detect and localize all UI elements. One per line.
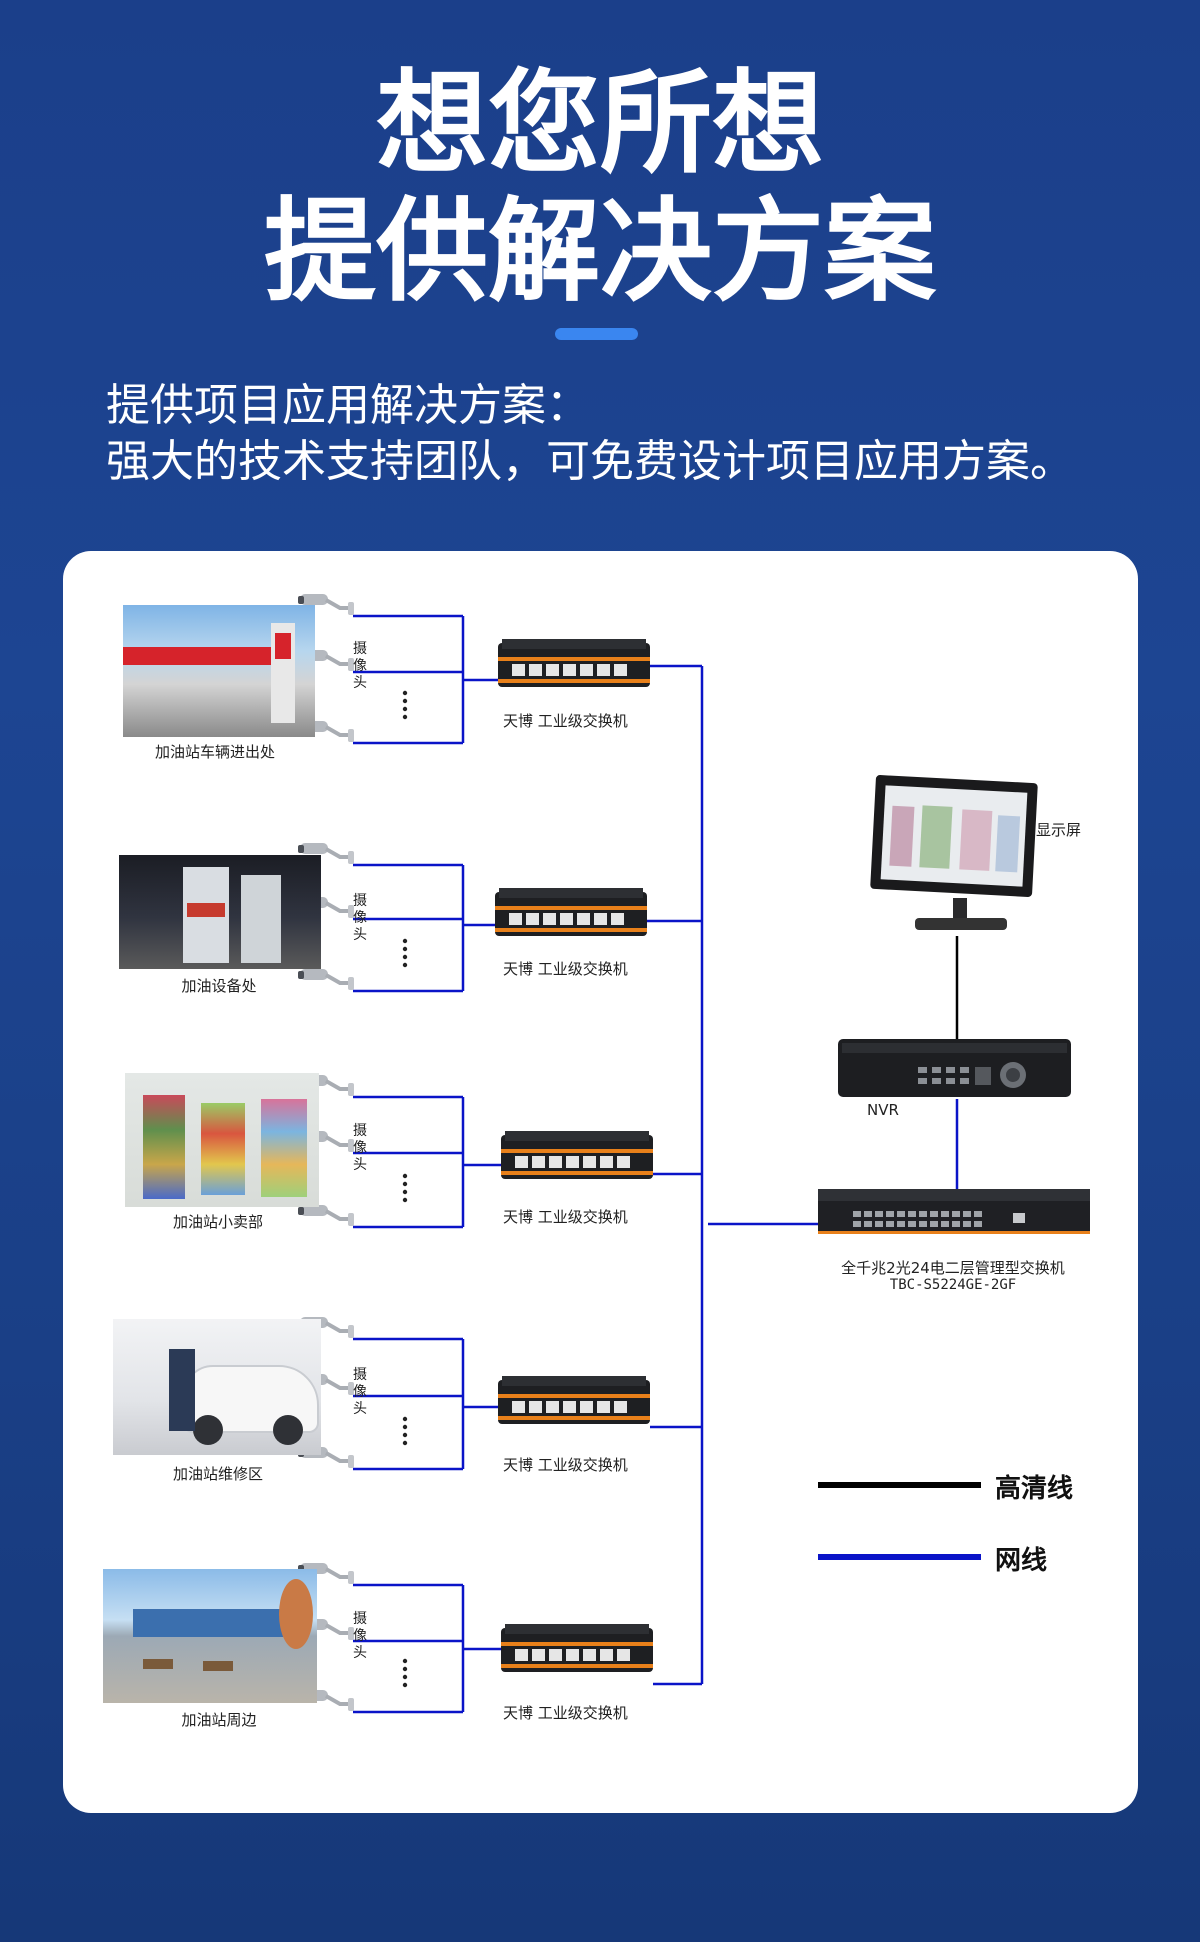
switch-label-3: 天博 工业级交换机: [503, 1208, 628, 1226]
backbone-network-line: [647, 664, 818, 1686]
industrial-switch-4: [498, 1376, 650, 1424]
camera-label-2: 摄像头: [353, 893, 367, 943]
legend-hd-label: 高清线: [995, 1474, 1074, 1504]
industrial-switch-5: [501, 1624, 653, 1672]
camera-label-5: 摄像头: [353, 1611, 367, 1661]
diagram-panel: 加油站车辆进出处 加油设备处 加油站小卖部 加油站维修区 加油站周边 摄像头 摄…: [63, 551, 1138, 1813]
page-title-line-1: 想您所想: [376, 59, 824, 189]
network-diagram: [296, 592, 1090, 1714]
camera-label-4: 摄像头: [353, 1367, 367, 1417]
location-label-3: 加油站小卖部: [172, 1213, 264, 1231]
intro-line-2: 强大的技术支持团队，可免费设计项目应用方案。: [106, 436, 1074, 487]
nvr-device: [838, 1039, 1071, 1097]
location-label-2: 加油设备处: [181, 977, 257, 995]
nvr-label: NVR: [867, 1101, 899, 1119]
camera-group-2: [296, 841, 495, 993]
photo-fuel-dispenser: [119, 855, 321, 969]
photo-gas-station-entrance: [123, 605, 315, 737]
camera-label-1: 摄像头: [353, 641, 367, 691]
intro-line-1: 提供项目应用解决方案：: [106, 380, 590, 431]
photo-convenience-store: [125, 1073, 319, 1207]
title-accent-bar: [555, 328, 638, 340]
camera-group-5: [296, 1561, 501, 1714]
camera-group-3: [296, 1073, 501, 1229]
switch-label-2: 天博 工业级交换机: [503, 960, 628, 978]
location-label-5: 加油站周边: [181, 1711, 257, 1729]
industrial-switch-2: [495, 888, 647, 936]
location-label-1: 加油站车辆进出处: [154, 743, 276, 761]
page-title-line-2: 提供解决方案: [264, 187, 936, 317]
core-switch: [818, 1189, 1090, 1234]
legend-network-label: 网线: [995, 1546, 1048, 1576]
display-label: 显示屏: [1036, 821, 1082, 839]
core-switch-model: TBC-S5224GE-2GF: [889, 1277, 1017, 1293]
camera-group-4: [296, 1315, 498, 1471]
photo-repair-area: [113, 1319, 321, 1455]
industrial-switch-1: [498, 639, 650, 687]
location-label-4: 加油站维修区: [172, 1465, 264, 1483]
camera-group-1: [296, 592, 498, 745]
switch-label-5: 天博 工业级交换机: [503, 1704, 628, 1722]
display-monitor: [870, 775, 1038, 930]
switch-label-4: 天博 工业级交换机: [503, 1456, 628, 1474]
camera-label-3: 摄像头: [353, 1123, 367, 1173]
switch-label-1: 天博 工业级交换机: [503, 712, 628, 730]
core-switch-label: 全千兆2光24电二层管理型交换机: [841, 1259, 1065, 1277]
photo-station-surroundings: [103, 1569, 317, 1703]
industrial-switch-3: [501, 1131, 653, 1179]
